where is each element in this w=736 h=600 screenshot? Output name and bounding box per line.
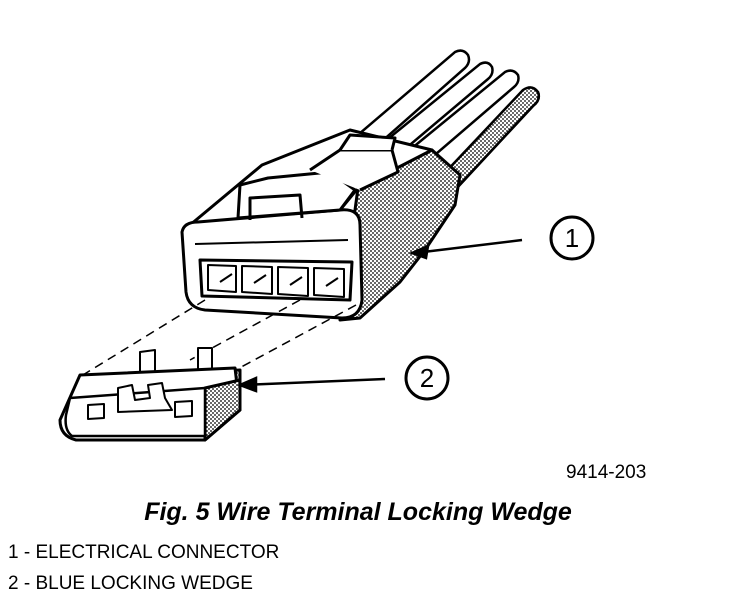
callout-leaders [236,238,523,393]
figure-caption: Fig. 5 Wire Terminal Locking Wedge [144,498,572,526]
electrical-connector [180,128,462,322]
wire-bundle [349,49,541,192]
locking-wedge [58,347,242,442]
legend-item: 2 - BLUE LOCKING WEDGE [8,573,253,594]
callout-1-number: 1 [565,223,579,253]
callout-2-number: 2 [420,363,434,393]
callout-2: 2 [404,355,450,401]
alignment-lines [77,299,357,379]
legend-item: 1 - ELECTRICAL CONNECTOR [8,542,280,563]
callout-1: 1 [549,215,595,261]
figure-id: 9414-203 [566,462,647,483]
